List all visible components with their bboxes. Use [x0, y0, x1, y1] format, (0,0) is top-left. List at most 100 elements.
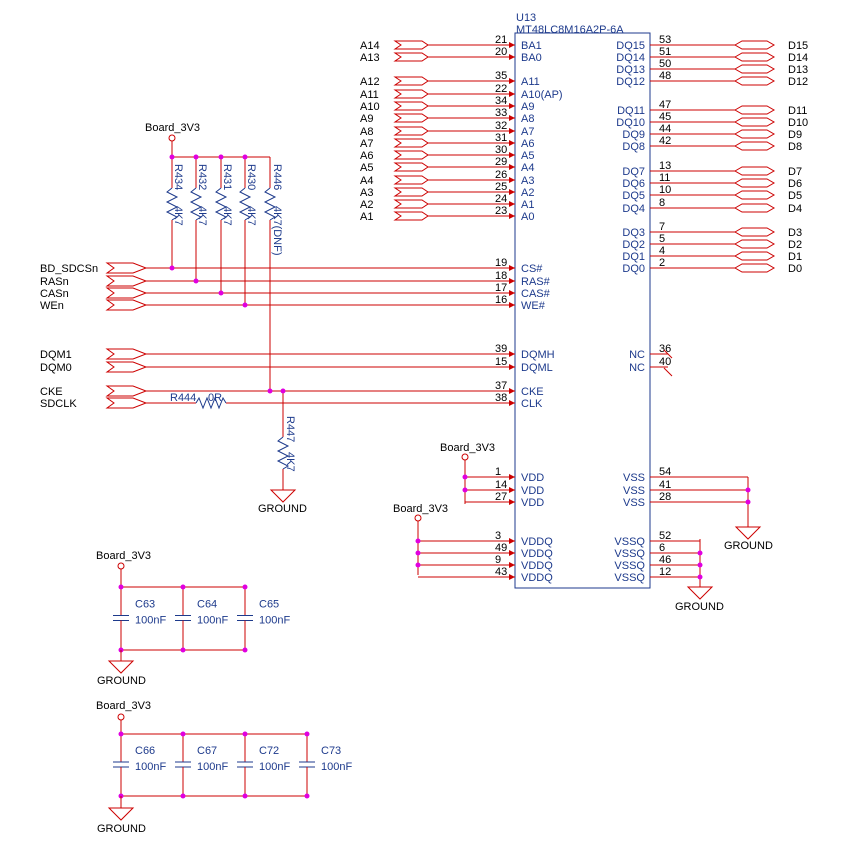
pin-name: A4	[521, 162, 534, 174]
net-label: A1	[360, 211, 373, 223]
resistor-r431: R431 4K7	[214, 157, 233, 293]
port-label: SDCLK	[40, 398, 77, 410]
junction-dot	[242, 793, 248, 799]
junction-dot	[118, 584, 124, 590]
cap-value: 100nF	[197, 761, 228, 773]
pin-number: 38	[495, 392, 507, 404]
pin-name: CKE	[521, 386, 544, 398]
net-label: D10	[788, 117, 808, 129]
junction-dot	[415, 538, 421, 544]
junction-dot	[697, 574, 703, 580]
pin-number: 2	[659, 257, 665, 269]
pin-name: A6	[521, 138, 534, 150]
pin-number: 30	[495, 144, 507, 156]
pin-arrow	[509, 302, 515, 308]
pin-name: DQ4	[622, 203, 645, 215]
net-label: D5	[788, 190, 802, 202]
pin-arrow	[509, 189, 515, 195]
pin-name: DQ10	[616, 117, 645, 129]
net-label: D1	[788, 251, 802, 263]
pin-arrow	[509, 290, 515, 296]
net-label: A9	[360, 113, 373, 125]
pin-name: DQ0	[622, 263, 645, 275]
net-port	[393, 40, 429, 50]
pin-name: DQ14	[616, 52, 645, 64]
pin-name: VDD	[521, 485, 544, 497]
junction-dot	[180, 793, 186, 799]
pin-number: 48	[659, 70, 671, 82]
pin-name: CLK	[521, 398, 543, 410]
r444-value: 0R	[208, 392, 222, 404]
pin-name: A7	[521, 126, 534, 138]
pin-arrow	[509, 213, 515, 219]
power-symbol-vdd: Board_3V3	[440, 442, 495, 504]
ic-body	[514, 32, 651, 589]
net-label: A12	[360, 76, 380, 88]
net-port	[733, 227, 776, 237]
port-cke: CKE	[40, 385, 148, 398]
r447-value: 4K7	[284, 452, 296, 472]
pin-number: 40	[659, 356, 671, 368]
net-port	[393, 113, 429, 123]
port-label: WEn	[40, 300, 64, 312]
cap-ref: C65	[259, 599, 279, 611]
junction-dot	[745, 499, 751, 505]
pin-number: 6	[659, 542, 665, 554]
pin-name: VDDQ	[521, 548, 553, 560]
ground-symbol-caps2: GROUND	[97, 796, 146, 835]
net-port	[393, 162, 429, 172]
net-label: D9	[788, 129, 802, 141]
junctions	[169, 154, 751, 580]
net-port	[733, 239, 776, 249]
net-label: A6	[360, 150, 373, 162]
resistor-r444: R444 0R	[170, 392, 227, 410]
pin-name: A5	[521, 150, 534, 162]
pin-number: 51	[659, 46, 671, 58]
net-port	[733, 178, 776, 188]
junction-dot	[304, 793, 310, 799]
pin-name: VSS	[623, 472, 645, 484]
pin-number: 25	[495, 181, 507, 193]
junction-dot	[242, 154, 248, 160]
net-label: D12	[788, 76, 808, 88]
pin-arrow	[509, 177, 515, 183]
r434-ref: R434	[172, 164, 184, 190]
net-label: D2	[788, 239, 802, 251]
ground-symbol-vss: GROUND	[724, 477, 773, 552]
pin-name: VDD	[521, 472, 544, 484]
port-label: DQM0	[40, 362, 72, 374]
junction-dot	[242, 584, 248, 590]
pin-number: 26	[495, 169, 507, 181]
pin-name: RAS#	[521, 276, 551, 288]
net-port	[393, 150, 429, 160]
ground-label: GROUND	[675, 601, 724, 613]
junction-dot	[280, 388, 286, 394]
net-label: A13	[360, 52, 380, 64]
pin-number: 33	[495, 107, 507, 119]
net-label: D14	[788, 52, 808, 64]
pin-arrow	[509, 388, 515, 394]
pin-name: DQ3	[622, 227, 645, 239]
net-label: D6	[788, 178, 802, 190]
junction-dot	[180, 647, 186, 653]
cap-ref: C63	[135, 599, 155, 611]
net-port	[733, 129, 776, 139]
power-net-label: Board_3V3	[145, 122, 200, 134]
pin-number: 8	[659, 197, 665, 209]
pin-name: VSSQ	[614, 536, 645, 548]
net-port	[733, 52, 776, 62]
pin-number: 7	[659, 221, 665, 233]
pin-name: NC	[629, 362, 645, 374]
r434-value: 4K7	[172, 206, 184, 226]
net-port	[393, 89, 429, 99]
net-label: A8	[360, 126, 373, 138]
net-port	[733, 190, 776, 200]
pin-number: 42	[659, 135, 671, 147]
pin-number: 20	[495, 46, 507, 58]
pin-number: 44	[659, 123, 671, 135]
pin-arrow	[509, 400, 515, 406]
